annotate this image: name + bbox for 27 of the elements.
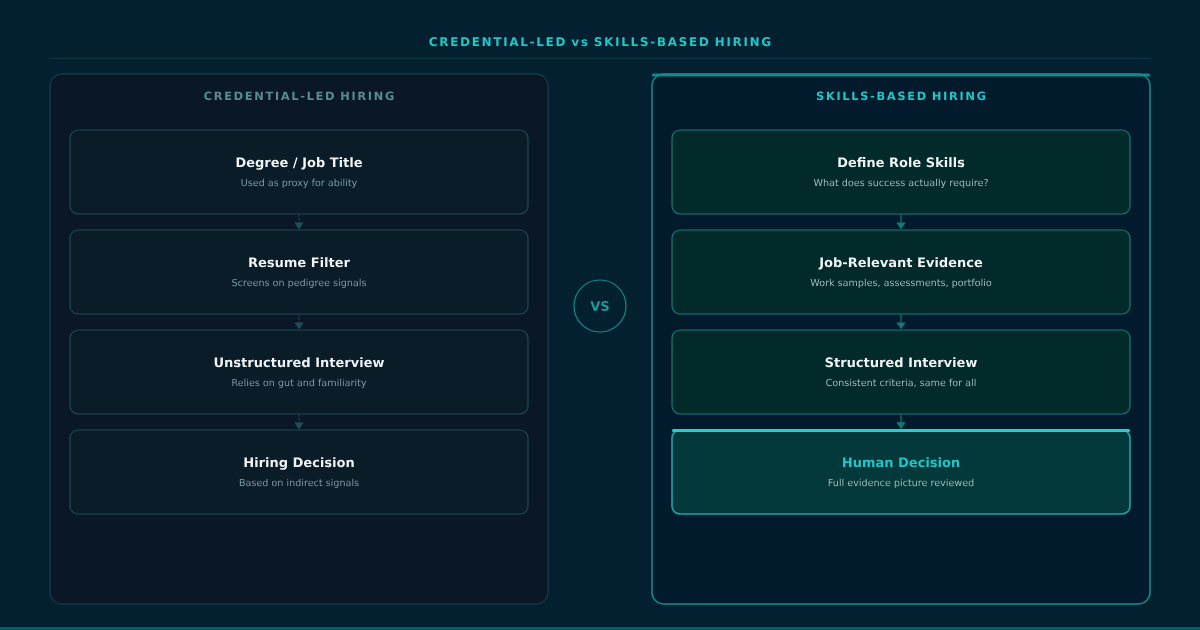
step-description: Work samples, assessments, portfolio <box>810 278 992 288</box>
step-description: Relies on gut and familiarity <box>232 378 367 388</box>
step-box <box>69 229 529 315</box>
step-title: Resume Filter <box>249 257 350 268</box>
step-description: Consistent criteria, same for all <box>826 378 976 388</box>
step-box <box>69 429 529 515</box>
step-box <box>671 329 1131 415</box>
step-description: Screens on pedigree signals <box>232 278 366 288</box>
step-description: Based on indirect signals <box>239 478 359 488</box>
step-title: Structured Interview <box>825 357 977 368</box>
step-box <box>69 129 529 215</box>
step-description: Used as proxy for ability <box>241 178 357 188</box>
step-description: Full evidence picture reviewed <box>828 478 974 488</box>
step-description: What does success actually require? <box>813 178 988 188</box>
step-box <box>671 129 1131 215</box>
panel-heading: CREDENTIAL-LED HIRING <box>204 91 394 101</box>
step-title: Human Decision <box>843 457 960 468</box>
step-title: Job-Relevant Evidence <box>818 257 983 270</box>
step-title: Degree / Job Title <box>236 157 362 170</box>
step-box <box>671 429 1131 515</box>
step-title: Define Role Skills <box>838 157 965 168</box>
title: CREDENTIAL-LED vs SKILLS-BASED HIRING <box>429 37 771 47</box>
panel-heading: SKILLS-BASED HIRING <box>816 91 986 101</box>
step-box <box>69 329 529 415</box>
step-title: Hiring Decision <box>244 457 354 470</box>
step-box <box>671 229 1131 315</box>
step-title: Unstructured Interview <box>214 357 384 368</box>
